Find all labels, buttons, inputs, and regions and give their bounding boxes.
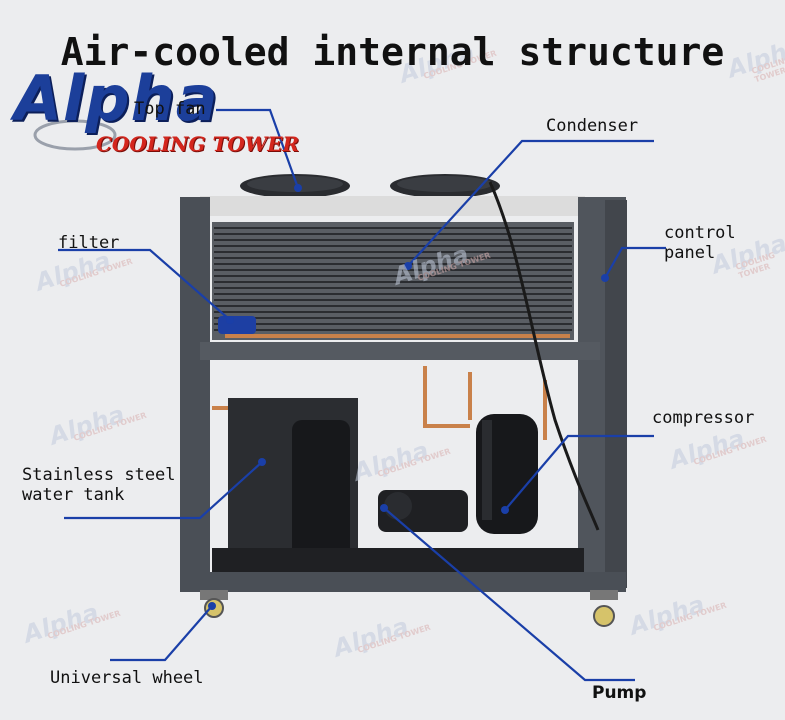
logo-swoosh [33, 119, 117, 151]
top-fans [240, 174, 500, 198]
machine-frame [180, 197, 627, 592]
label-filter: filter [58, 233, 120, 253]
base-plate [212, 548, 584, 572]
leader-wheel [110, 605, 213, 662]
leader-water-tank [64, 461, 263, 520]
top-plate [200, 196, 585, 216]
label-condenser: Condenser [546, 116, 639, 136]
label-control-panel-line1: control [664, 223, 736, 243]
condenser-coil [212, 222, 574, 340]
compressor-part [476, 414, 538, 534]
leader-condenser [407, 139, 654, 267]
leader-filter [58, 248, 231, 321]
label-top-fan: Top fan [134, 99, 206, 119]
leader-lines [58, 108, 666, 682]
diagram-title: Air-cooled internal structure [60, 30, 725, 74]
logo-subtext: COOLING TOWER [96, 132, 300, 156]
logo-text: Alpha [14, 62, 219, 135]
label-water-tank-line2: water tank [22, 485, 125, 505]
filter-part [218, 316, 256, 334]
leader-pump [383, 507, 635, 682]
label-water-tank-line1: Stainless steel [22, 465, 176, 485]
universal-wheels [200, 590, 618, 627]
label-universal-wheel: Universal wheel [50, 668, 204, 688]
water-tank [228, 398, 358, 560]
leader-compressor [504, 434, 654, 511]
leader-top-fan [216, 108, 300, 189]
hose [488, 181, 600, 531]
pump-part [378, 490, 468, 532]
label-compressor: compressor [652, 408, 755, 428]
label-control-panel-line2: panel [664, 243, 716, 263]
label-pump: Pump [592, 683, 647, 703]
leader-control-panel [604, 246, 666, 279]
leader-dots [208, 184, 609, 610]
